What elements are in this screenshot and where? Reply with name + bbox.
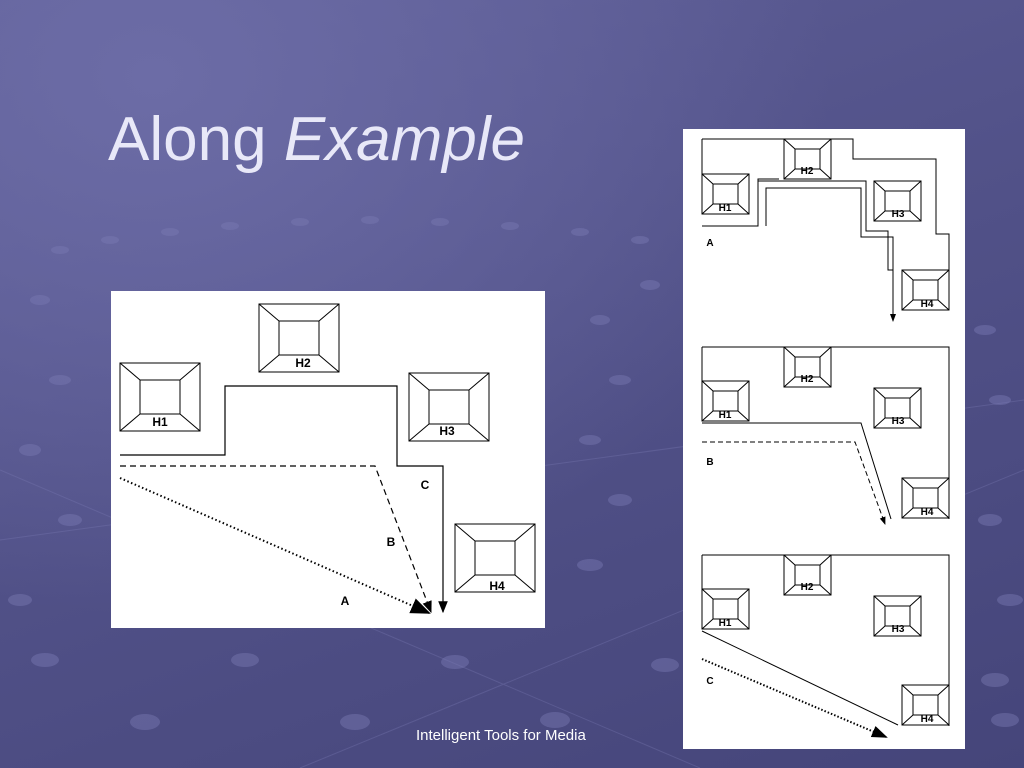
diagram-b-h2-label: H2: [801, 374, 814, 385]
diagram-b-h3-label: H3: [892, 416, 905, 427]
path-c-line: [120, 385, 448, 614]
diagram-a-h3-label: H3: [892, 209, 905, 220]
diagram-b-h4-label: H4: [921, 507, 934, 518]
diagram-a-h2-label: H2: [801, 166, 814, 177]
diagram-c-h3-label: H3: [892, 624, 905, 635]
slide-footer: Intelligent Tools for Media: [416, 727, 586, 744]
diagram-a-h1-label: H1: [719, 203, 732, 214]
diagram-b-path: [702, 441, 886, 525]
house-h1: [119, 362, 201, 432]
path-b-label: B: [387, 535, 396, 549]
path-c-label: C: [421, 478, 430, 492]
diagram-c-path: [701, 658, 888, 738]
house-h3: [408, 372, 490, 442]
diagram-c-h4-label: H4: [921, 714, 934, 725]
small-diagrams: H1 H2 H3 H4 A: [701, 138, 950, 738]
title-plain: Along: [108, 105, 267, 174]
small-diagrams-panel: H1 H2 H3 H4 A: [683, 129, 965, 749]
diagram-c-h2-label: H2: [801, 582, 814, 593]
house-h2: [258, 303, 340, 373]
large-diagram: H1 H2 H3 H4 C B: [119, 303, 536, 614]
path-a-label: A: [341, 594, 350, 608]
diagram-a-path: [765, 187, 896, 322]
house-h4-label: H4: [489, 579, 505, 593]
diagram-a: H1 H2 H3 H4 A: [701, 138, 950, 322]
diagram-a-h4-label: H4: [921, 299, 934, 310]
diagram-b-path-label: B: [706, 457, 713, 468]
slide-title: Along Example: [108, 104, 525, 175]
diagram-b-h1-label: H1: [719, 410, 732, 421]
diagram-c-h1-label: H1: [719, 618, 732, 629]
house-h2-label: H2: [295, 356, 311, 370]
path-b-line: [120, 465, 432, 614]
diagram-a-path-label: A: [706, 238, 713, 249]
title-italic: Example: [283, 105, 526, 174]
large-diagram-panel: H1 H2 H3 H4 C B: [111, 291, 545, 628]
diagram-c: H1 H2 H3 H4 C: [701, 554, 950, 738]
house-h3-label: H3: [439, 424, 455, 438]
house-h1-label: H1: [152, 415, 168, 429]
diagram-c-path-label: C: [706, 676, 713, 687]
path-a-line: [119, 477, 431, 614]
diagram-b: H1 H2 H3 H4 B: [701, 346, 950, 525]
house-h4: [454, 523, 536, 593]
